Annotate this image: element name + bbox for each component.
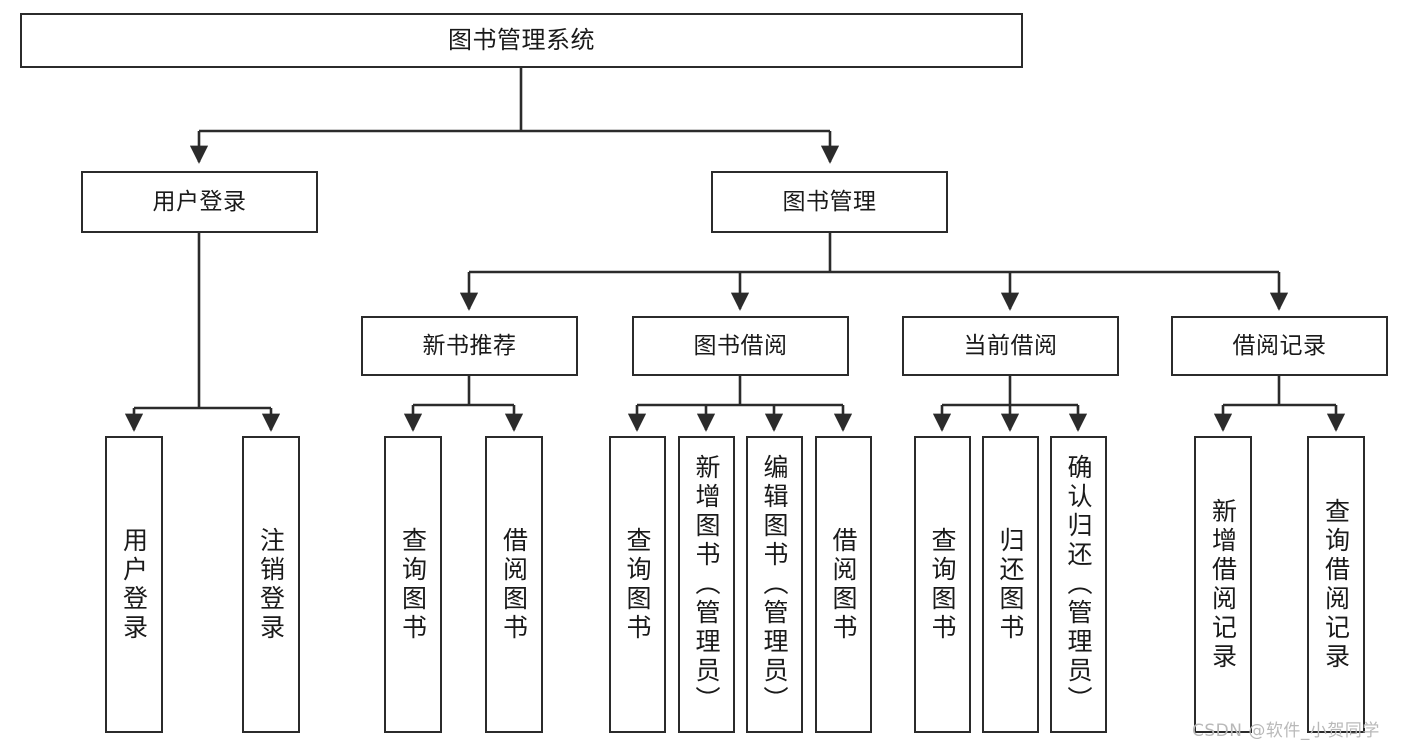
node-label: 图书管理 [782, 188, 877, 215]
node-label: 确认归还（管理员） [1064, 454, 1093, 715]
node-label: 归还图书 [996, 526, 1025, 643]
leaf-recommend-borrow-book[interactable]: 借阅图书 [485, 436, 543, 733]
node-label: 图书借阅 [693, 332, 788, 359]
leaf-borrow-query-book[interactable]: 查询图书 [609, 436, 666, 733]
node-current-borrow[interactable]: 当前借阅 [902, 316, 1119, 376]
leaf-borrow-edit-book-admin[interactable]: 编辑图书（管理员） [746, 436, 803, 733]
node-borrow-record[interactable]: 借阅记录 [1171, 316, 1388, 376]
csdn-watermark: CSDN @软件_小贺同学 [1192, 721, 1380, 741]
leaf-borrow-borrow-book[interactable]: 借阅图书 [815, 436, 872, 733]
leaf-record-query-record[interactable]: 查询借阅记录 [1307, 436, 1365, 733]
leaf-current-query-book[interactable]: 查询图书 [914, 436, 971, 733]
node-label: 查询图书 [398, 526, 428, 643]
leaf-borrow-add-book-admin[interactable]: 新增图书（管理员） [678, 436, 735, 733]
node-label: 图书管理系统 [448, 25, 595, 54]
leaf-current-confirm-return-admin[interactable]: 确认归还（管理员） [1050, 436, 1107, 733]
node-book-management[interactable]: 图书管理 [711, 171, 948, 233]
node-user-login[interactable]: 用户登录 [81, 171, 318, 233]
node-new-book-recommend[interactable]: 新书推荐 [361, 316, 578, 376]
leaf-record-add-record[interactable]: 新增借阅记录 [1194, 436, 1252, 733]
node-label: 查询借阅记录 [1321, 497, 1351, 672]
node-label: 新增借阅记录 [1208, 497, 1238, 672]
leaf-user-login-login[interactable]: 用户登录 [105, 436, 163, 733]
node-label: 编辑图书（管理员） [760, 454, 789, 715]
node-label: 当前借阅 [963, 332, 1058, 359]
node-label: 新书推荐 [422, 332, 517, 359]
leaf-current-return-book[interactable]: 归还图书 [982, 436, 1039, 733]
node-label: 用户登录 [119, 526, 149, 643]
node-label: 查询图书 [623, 526, 652, 643]
node-label: 用户登录 [152, 188, 247, 215]
leaf-user-login-logout[interactable]: 注销登录 [242, 436, 300, 733]
node-root-system[interactable]: 图书管理系统 [20, 13, 1023, 68]
node-label: 借阅记录 [1232, 332, 1327, 359]
node-label: 借阅图书 [829, 526, 858, 643]
leaf-recommend-query-book[interactable]: 查询图书 [384, 436, 442, 733]
node-label: 新增图书（管理员） [692, 454, 721, 715]
node-label: 注销登录 [256, 526, 286, 643]
node-label: 借阅图书 [499, 526, 529, 643]
node-book-borrow[interactable]: 图书借阅 [632, 316, 849, 376]
node-label: 查询图书 [928, 526, 957, 643]
